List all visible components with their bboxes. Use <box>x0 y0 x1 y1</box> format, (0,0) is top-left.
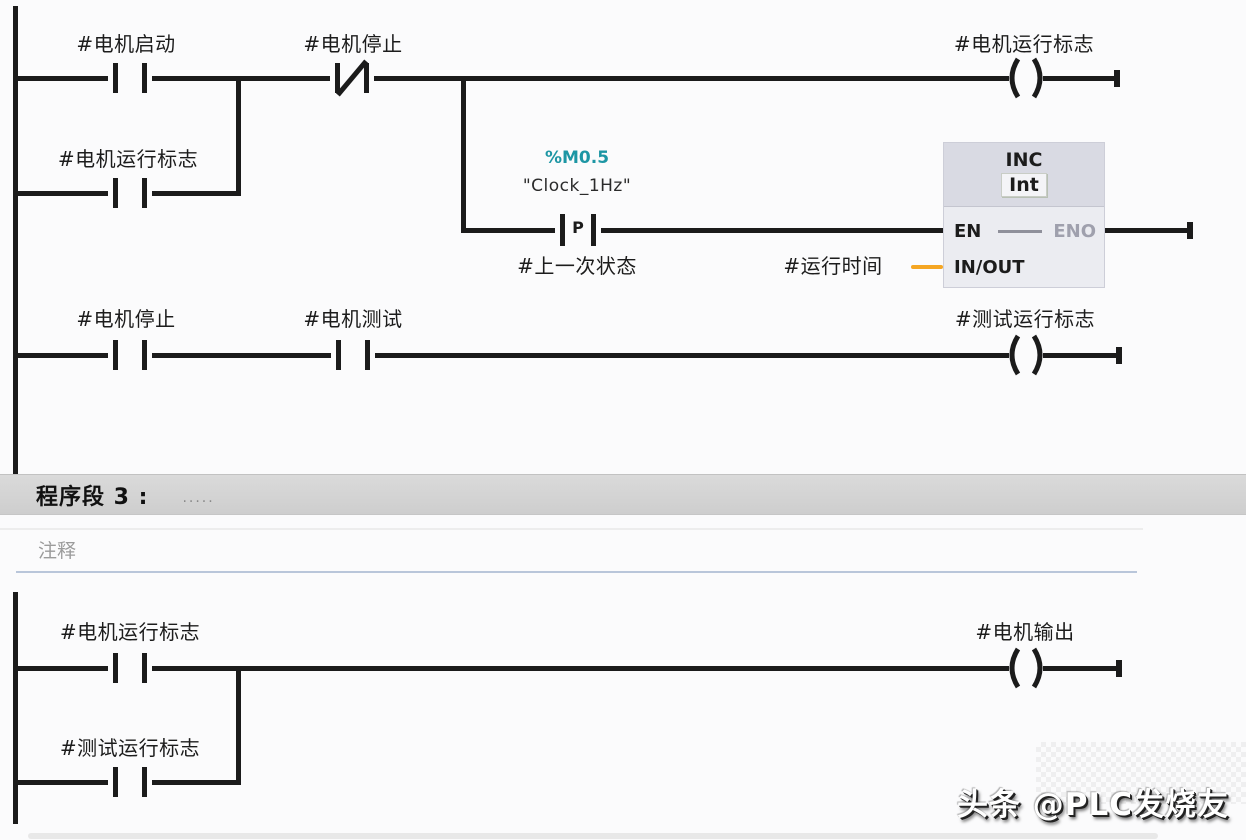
power-rail-network2 <box>13 6 18 474</box>
comment-area-top-divider <box>0 528 1143 530</box>
network3-title-dots[interactable]: ..... <box>182 489 215 506</box>
wire-end-tick-net3 <box>1116 660 1122 677</box>
wire-net3-after-coil <box>1048 666 1119 671</box>
coil-motor-output[interactable] <box>1000 646 1052 690</box>
coil-symbol <box>1009 334 1043 376</box>
watermark-text: 头条 @PLC发烧友 <box>957 787 1230 823</box>
contact-motor-run-flag-net3[interactable] <box>108 651 152 685</box>
contact-motor-stop-2[interactable] <box>108 338 152 372</box>
comment-underline <box>16 571 1137 573</box>
power-rail-network3 <box>13 592 18 824</box>
contact-motor-test[interactable] <box>331 338 375 372</box>
inc-en-divider <box>998 230 1042 233</box>
watermark-checker-pattern <box>1036 742 1246 804</box>
operand-label-motor-stop-2[interactable]: #电机停止 <box>76 307 176 331</box>
inc-instruction-block[interactable]: INC Int EN ENO IN/OUT <box>943 142 1105 288</box>
coil-symbol <box>1009 647 1043 689</box>
bottom-edge-strip <box>28 833 1158 839</box>
operand-label-coil-motor-output[interactable]: #电机输出 <box>975 620 1075 644</box>
operand-label-motor-run-flag[interactable]: #电机运行标志 <box>57 147 199 171</box>
wire-end-tick-rung2 <box>1116 347 1122 364</box>
inc-pin-eno: ENO <box>1053 221 1096 242</box>
operand-tagname-clock[interactable]: "Clock_1Hz" <box>522 176 632 196</box>
operand-address-clock[interactable]: %M0.5 <box>544 148 610 168</box>
contact-motor-start[interactable] <box>108 61 152 95</box>
wire-rung2 <box>13 353 1004 358</box>
network3-comment[interactable]: 注释 <box>38 540 77 562</box>
wire-rung1-after-coil <box>1048 76 1117 81</box>
wire-rung2-after-coil <box>1048 353 1119 358</box>
wire-net3-rung1 <box>13 666 1004 671</box>
network3-header-bar[interactable]: 程序段 3 : ..... <box>0 474 1246 515</box>
wire-end-tick-eno <box>1187 222 1193 239</box>
coil-symbol <box>1009 57 1043 99</box>
operand-label-motor-stop-nc[interactable]: #电机停止 <box>303 32 403 56</box>
operand-label-coil-motor-run-flag[interactable]: #电机运行标志 <box>953 32 1095 56</box>
p-edge-symbol: P <box>572 218 584 237</box>
wire-eno-out <box>1105 228 1190 233</box>
operand-label-edge-state[interactable]: #上一次状态 <box>517 254 637 278</box>
operand-label-motor-start[interactable]: #电机启动 <box>76 32 176 56</box>
operand-label-motor-run-flag-net3[interactable]: #电机运行标志 <box>59 620 201 644</box>
inc-block-datatype-select[interactable]: Int <box>1001 173 1047 197</box>
contact-test-run-flag-net3[interactable] <box>108 765 152 799</box>
inc-block-title: INC <box>1005 149 1043 171</box>
contact-p-edge[interactable]: P <box>555 212 601 248</box>
contact-motor-run-flag[interactable] <box>108 176 152 210</box>
wire-edge-to-block <box>461 228 943 233</box>
operand-label-coil-test-run-flag[interactable]: #测试运行标志 <box>954 307 1096 331</box>
wire-rung1 <box>13 76 1004 81</box>
wire-branch-parallel-start <box>236 76 241 196</box>
coil-test-run-flag[interactable] <box>1000 333 1052 377</box>
wire-inout-operand-orange <box>911 265 943 269</box>
inc-pin-inout: IN/OUT <box>954 257 1025 278</box>
wire-net3-branch <box>236 666 241 785</box>
coil-motor-run-flag[interactable] <box>1000 56 1052 100</box>
network3-title[interactable]: 程序段 3 : <box>36 484 149 510</box>
inc-pin-en: EN <box>954 221 982 242</box>
inc-block-header: INC Int <box>944 143 1104 207</box>
wire-branch-edge <box>461 76 466 233</box>
operand-label-run-time[interactable]: #运行时间 <box>783 254 883 278</box>
operand-label-motor-test[interactable]: #电机测试 <box>303 307 403 331</box>
operand-label-test-run-flag-net3[interactable]: #测试运行标志 <box>59 736 201 760</box>
contact-motor-stop-nc[interactable] <box>330 59 374 97</box>
wire-end-tick-rung1 <box>1114 70 1120 87</box>
